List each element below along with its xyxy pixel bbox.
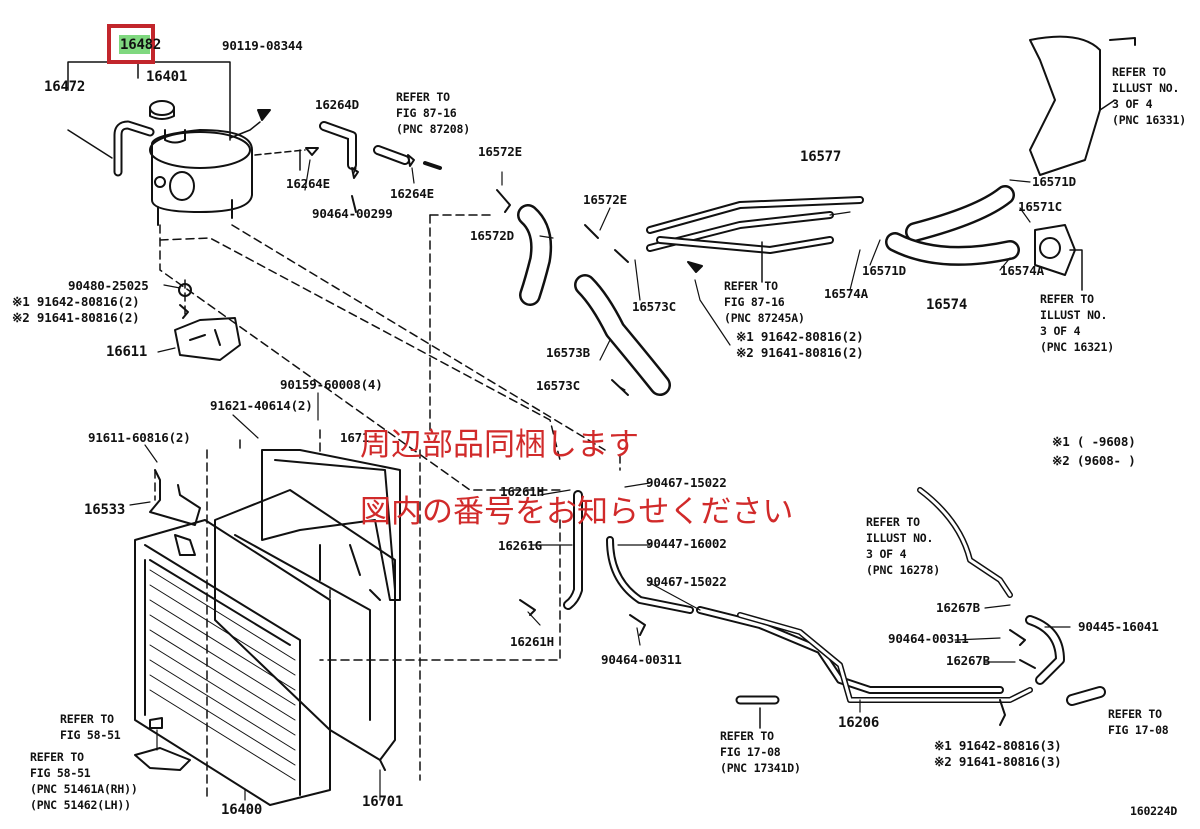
part-label[interactable]: 16571D: [862, 263, 906, 278]
refer-to-note: REFER TO FIG 87-16 (PNC 87208): [396, 90, 470, 136]
right-hoses-drawing: [885, 35, 1136, 291]
part-label[interactable]: 16577: [800, 149, 842, 165]
part-label[interactable]: 16264E: [286, 176, 330, 191]
part-label[interactable]: 16400: [221, 802, 263, 818]
bracket-16611-drawing: [174, 283, 241, 361]
highlight-fill: [119, 35, 150, 54]
part-label[interactable]: 16574A: [1000, 263, 1044, 278]
part-label[interactable]: 16533: [84, 502, 126, 518]
refer-to-note: REFER TO ILLUST NO. 3 OF 4 (PNC 16331): [1112, 65, 1186, 127]
part-label[interactable]: 16261H: [510, 634, 554, 649]
reserve-tank-drawing: [67, 61, 306, 226]
part-label[interactable]: 16573C: [536, 378, 580, 393]
part-label[interactable]: ※2 91641-80816(2): [12, 310, 140, 325]
part-label[interactable]: 16574A: [824, 286, 868, 301]
pipe-16577-drawing: [646, 196, 864, 283]
part-label[interactable]: 16572E: [583, 192, 627, 207]
part-label[interactable]: 90464-00311: [601, 652, 682, 667]
part-label[interactable]: 16206: [838, 715, 880, 731]
part-label[interactable]: 91611-60816(2): [88, 430, 191, 445]
notice-line-1: 周辺部品同梱します: [360, 427, 639, 463]
part-label[interactable]: ※1 91642-80816(2): [12, 294, 140, 309]
refer-to-note: REFER TO ILLUST NO. 3 OF 4 (PNC 16321): [1040, 292, 1114, 354]
part-label[interactable]: 16401: [146, 69, 188, 85]
part-label[interactable]: 90464-00311: [888, 631, 969, 646]
part-label[interactable]: 90445-16041: [1078, 619, 1159, 634]
part-label[interactable]: 16571D: [1032, 174, 1076, 189]
upper-hoses-drawing: [496, 189, 703, 396]
part-label[interactable]: 16264E: [390, 186, 434, 201]
part-label[interactable]: ※1 91642-80816(2): [736, 329, 864, 344]
part-label[interactable]: 90467-15022: [646, 475, 727, 490]
part-label[interactable]: ※1 91642-80816(3): [934, 738, 1062, 753]
part-label[interactable]: 16573B: [546, 345, 590, 360]
part-label[interactable]: 16261H: [500, 484, 544, 499]
part-label[interactable]: 90480-25025: [68, 278, 149, 293]
part-label[interactable]: 16264D: [315, 97, 359, 112]
part-label[interactable]: 90464-00299: [312, 206, 393, 221]
part-label[interactable]: 16261G: [498, 538, 542, 553]
small-hoses-drawing: [299, 121, 442, 213]
part-label[interactable]: 90119-08344: [222, 38, 303, 53]
part-label[interactable]: 16267B: [946, 653, 990, 668]
part-label[interactable]: 90159-60008(4): [280, 377, 383, 392]
legend-line-1: ※1 ( -9608): [1052, 434, 1136, 449]
refer-to-note: REFER TO FIG 17-08 (PNC 17341D): [720, 729, 801, 775]
refer-to-note: REFER TO FIG 58-51: [60, 712, 121, 742]
refer-to-note: REFER TO ILLUST NO. 3 OF 4 (PNC 16278): [866, 515, 940, 577]
part-label[interactable]: 16571C: [1018, 199, 1062, 214]
refer-to-note: REFER TO FIG 87-16 (PNC 87245A): [724, 279, 805, 325]
part-label[interactable]: 16572E: [478, 144, 522, 159]
notice-line-2: 図内の番号をお知らせください: [360, 494, 794, 530]
bottom-clamps-drawing: [134, 717, 191, 771]
radiator-drawing: [134, 469, 331, 806]
highlight-box: [107, 24, 155, 64]
part-label[interactable]: ※2 91641-80816(3): [934, 754, 1062, 769]
shroud-drawing: [214, 449, 401, 771]
dashed-connectors: [154, 214, 621, 801]
leader-lines: [129, 159, 1071, 801]
part-label[interactable]: 90447-16002: [646, 536, 727, 551]
refer-to-note: REFER TO FIG 58-51 (PNC 51461A(RH)) (PNC…: [30, 750, 138, 812]
lower-hoses-drawing: [519, 487, 1106, 729]
part-label[interactable]: 16472: [44, 79, 86, 95]
part-label[interactable]: 16572D: [470, 228, 514, 243]
illustration-id: 160224D: [1130, 804, 1178, 818]
legend-line-2: ※2 (9608- ): [1052, 453, 1136, 468]
part-label[interactable]: 16701: [362, 794, 404, 810]
part-label[interactable]: 16573C: [632, 299, 676, 314]
part-16482-label[interactable]: 16482: [120, 37, 162, 53]
part-label[interactable]: 1671: [340, 430, 370, 445]
part-label[interactable]: 91621-40614(2): [210, 398, 313, 413]
part-label[interactable]: 16574: [926, 297, 968, 313]
refer-to-note: REFER TO FIG 17-08: [1108, 707, 1169, 737]
part-label[interactable]: 16611: [106, 344, 148, 360]
part-label[interactable]: ※2 91641-80816(2): [736, 345, 864, 360]
part-label[interactable]: 16267B: [936, 600, 980, 615]
part-label[interactable]: 90467-15022: [646, 574, 727, 589]
